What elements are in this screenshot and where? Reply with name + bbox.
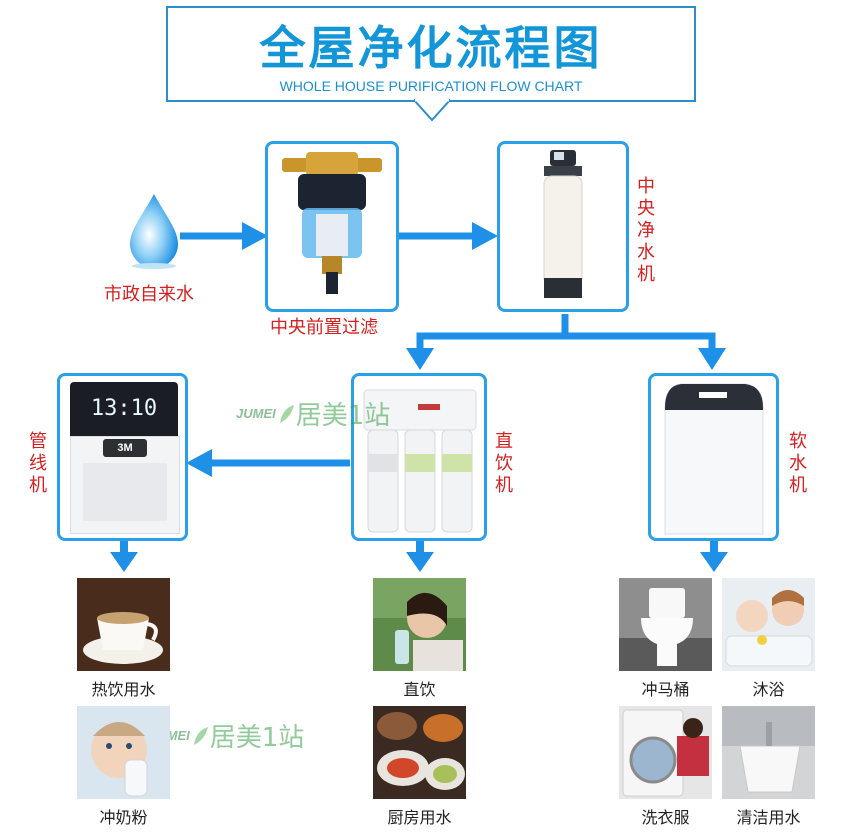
central-purifier-card — [497, 141, 629, 312]
drinking-woman-icon — [373, 578, 466, 671]
brand-logo: 3M — [103, 439, 147, 457]
dispenser-recess — [83, 463, 167, 521]
baby-bottle-icon — [77, 706, 170, 799]
direct-drink-machine-image — [363, 389, 477, 533]
use-label-kitchen: 厨房用水 — [387, 808, 452, 827]
dispenser-body: 3M — [70, 436, 180, 534]
watermark-logo: JUMEI 居美1站 — [236, 401, 391, 431]
use-label-cleaning: 清洁用水 — [736, 808, 801, 827]
leaf-icon — [279, 404, 294, 423]
sink-icon — [722, 706, 815, 799]
dispenser-display: 13:10 — [70, 382, 178, 436]
central-purifier-label: 中央净水机 — [637, 176, 655, 285]
prefilter-card — [265, 141, 399, 312]
water-softener-label: 软水机 — [789, 431, 807, 496]
arrowhead — [242, 222, 268, 250]
use-label-toilet: 冲马桶 — [641, 680, 690, 699]
central-purifier-image — [543, 150, 583, 298]
watermark-logo: JUMEI 居美1站 — [150, 717, 304, 754]
kitchen-photo — [373, 706, 466, 799]
use-label-bath: 沐浴 — [752, 680, 785, 699]
water-softener-card — [648, 373, 779, 541]
water-softener-image — [664, 383, 764, 535]
washing-machine-icon — [619, 706, 712, 799]
pipeline-machine-label: 管线机 — [29, 431, 47, 496]
page-subtitle: WHOLE HOUSE PURIFICATION FLOW CHART — [279, 78, 583, 94]
banner-pointer — [414, 98, 450, 122]
use-label-baby-formula: 冲奶粉 — [99, 808, 148, 827]
coffee-cup-icon — [77, 578, 170, 671]
use-label-laundry: 洗衣服 — [641, 808, 690, 827]
water-drop-icon — [130, 194, 178, 269]
direct-drink-machine-label: 直饮机 — [495, 431, 513, 496]
title-banner: 全屋净化流程图 WHOLE HOUSE PURIFICATION FLOW CH… — [166, 6, 696, 102]
use-label-direct-drink: 直饮 — [403, 680, 436, 699]
cleaning-photo — [722, 706, 815, 799]
bath-icon — [722, 578, 815, 671]
use-label-hot-drink: 热饮用水 — [91, 680, 156, 699]
hot-drink-photo — [77, 578, 170, 671]
pipeline-machine-card: 13:10 3M — [57, 373, 188, 541]
leaf-icon — [193, 726, 208, 745]
toilet-icon — [619, 578, 712, 671]
source-label: 市政自来水 — [104, 284, 194, 305]
baby-formula-photo — [77, 706, 170, 799]
toilet-photo — [619, 578, 712, 671]
prefilter-image — [282, 152, 382, 294]
laundry-photo — [619, 706, 712, 799]
dishes-icon — [373, 706, 466, 799]
direct-drink-machine-card — [351, 373, 487, 541]
prefilter-label: 中央前置过滤 — [270, 317, 378, 338]
direct-drink-photo — [373, 578, 466, 671]
page-title: 全屋净化流程图 — [259, 21, 603, 75]
branch-line — [416, 314, 569, 352]
display-time: 13:10 — [90, 396, 158, 421]
bath-photo — [722, 578, 815, 671]
